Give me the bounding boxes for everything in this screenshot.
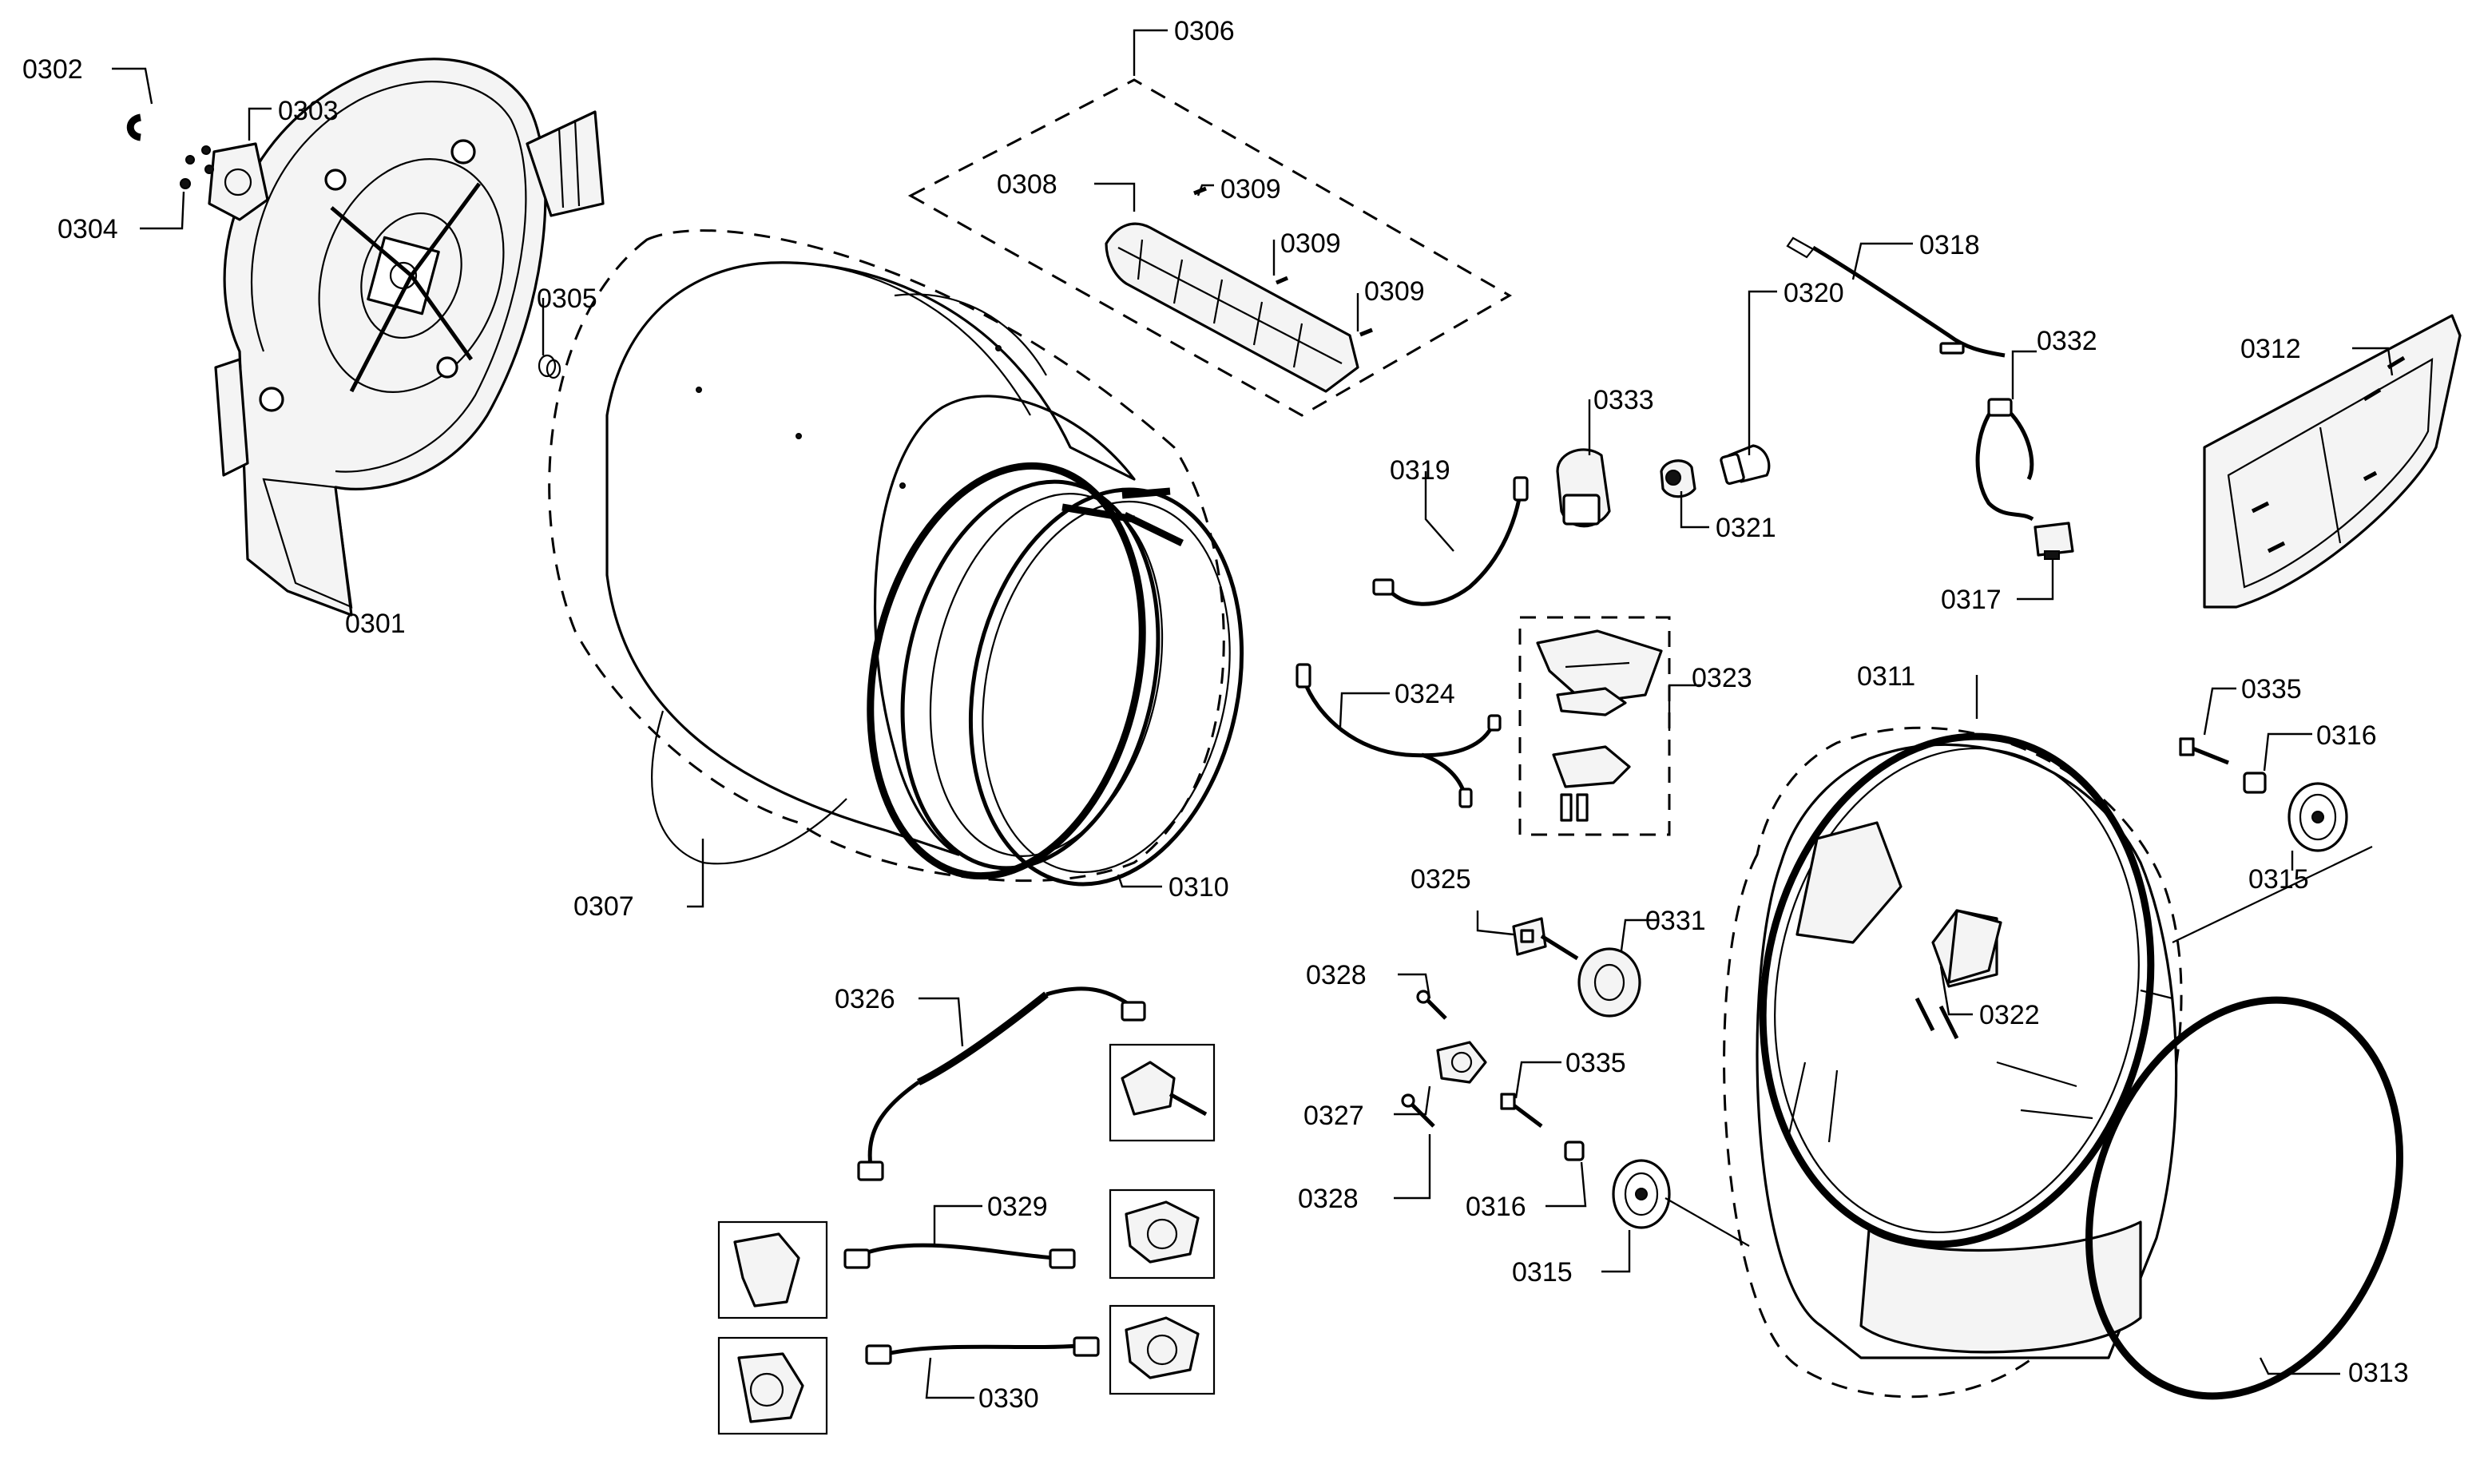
bushing-0316-right-part xyxy=(2243,772,2267,794)
door-switch-assembly-0323-part xyxy=(1518,616,1671,836)
label-0325: 0325 xyxy=(1411,864,1471,895)
screw-0304-part xyxy=(180,178,191,189)
screw-0328-lower-part xyxy=(1401,1093,1435,1128)
label-0315-lower: 0315 xyxy=(1512,1257,1573,1288)
label-0319: 0319 xyxy=(1390,455,1450,486)
label-0301: 0301 xyxy=(345,609,406,639)
roller-0315-lower-part xyxy=(1612,1159,1750,1247)
label-0329: 0329 xyxy=(987,1192,1048,1222)
baffle-group-0306-part xyxy=(907,78,1513,417)
label-0324: 0324 xyxy=(1395,679,1455,709)
label-0330: 0330 xyxy=(978,1383,1039,1414)
bracket-0327-part xyxy=(1436,1041,1487,1084)
label-0323: 0323 xyxy=(1692,663,1752,693)
label-0317: 0317 xyxy=(1941,585,2002,615)
thermostat-0325-part xyxy=(1512,917,1579,961)
screw-0335-right-part xyxy=(2179,737,2229,765)
label-0309-b: 0309 xyxy=(1280,228,1341,259)
screw-0328-upper-part xyxy=(1416,990,1447,1020)
label-0327: 0327 xyxy=(1303,1101,1364,1131)
heater-element-0326-part xyxy=(857,986,1146,1181)
part-number-labels: 0302 0303 0304 0305 0301 0306 0308 0309 … xyxy=(22,16,2409,1414)
label-0328-upper: 0328 xyxy=(1306,960,1367,990)
drum-seal-0310-part xyxy=(968,487,1244,887)
label-0335-right: 0335 xyxy=(2241,674,2302,704)
label-0318: 0318 xyxy=(1919,230,1980,260)
label-0333: 0333 xyxy=(1593,385,1654,415)
label-0309-a: 0309 xyxy=(1220,174,1281,204)
switch-0317-part xyxy=(2034,522,2074,560)
harness-0319-part xyxy=(1372,476,1529,606)
label-0311: 0311 xyxy=(1857,661,1915,692)
idler-0331-part xyxy=(1577,947,1641,1018)
label-0313: 0313 xyxy=(2348,1358,2409,1388)
label-0309-c: 0309 xyxy=(1364,276,1425,307)
fuse-box-right-lower-part xyxy=(1109,1304,1216,1395)
label-0305: 0305 xyxy=(537,284,597,314)
lamp-bulb-0320-part xyxy=(1720,444,1771,485)
label-0321: 0321 xyxy=(1716,513,1776,543)
harness-0324-part xyxy=(1296,663,1502,808)
label-0307: 0307 xyxy=(573,891,634,922)
label-0306: 0306 xyxy=(1174,16,1235,46)
bushing-0316-lower-part xyxy=(1564,1141,1585,1161)
label-0302: 0302 xyxy=(22,54,83,85)
fuse-box-left-lower-part xyxy=(717,1336,828,1435)
label-0328-lower: 0328 xyxy=(1298,1184,1359,1214)
label-0335-lower: 0335 xyxy=(1565,1048,1626,1078)
label-0326: 0326 xyxy=(835,984,895,1014)
fuse-box-left-upper-part xyxy=(717,1220,828,1319)
wire-harness-0332-part xyxy=(1975,398,2034,522)
label-0304: 0304 xyxy=(58,214,118,244)
bearing-bracket-0303-part xyxy=(185,142,269,221)
label-0322: 0322 xyxy=(1979,1000,2040,1030)
label-0303: 0303 xyxy=(278,96,339,126)
screw-0335-lower-part xyxy=(1500,1093,1543,1128)
rear-bulkhead-part xyxy=(214,58,605,617)
belt-0313-part xyxy=(2085,846,2403,1400)
label-0310: 0310 xyxy=(1169,872,1229,903)
door-catch-0322-part xyxy=(1947,909,2002,984)
label-0316-lower: 0316 xyxy=(1466,1192,1526,1222)
wire-0330-part xyxy=(865,1336,1100,1365)
clip-0302-part xyxy=(126,113,142,141)
washer-0305-part xyxy=(538,354,561,379)
lamp-socket-0333-part xyxy=(1556,448,1611,528)
lint-filter-0312-part xyxy=(2203,314,2462,609)
leader-lines xyxy=(112,29,2394,1399)
front-bulkhead-0311-part xyxy=(1723,726,2183,1399)
label-0331: 0331 xyxy=(1645,906,1706,936)
label-0332: 0332 xyxy=(2037,326,2097,356)
wire-0329-part xyxy=(843,1243,1076,1269)
heater-thermostat-box-part xyxy=(1109,1043,1216,1142)
label-0312: 0312 xyxy=(2240,334,2301,364)
drum-0307-part xyxy=(548,229,1225,883)
label-0315-right: 0315 xyxy=(2248,864,2309,895)
lamp-holder-0321-part xyxy=(1660,459,1696,498)
wire-harness-0318-part xyxy=(1786,236,2006,358)
fuse-box-right-upper-part xyxy=(1109,1188,1216,1280)
label-0308: 0308 xyxy=(997,169,1057,200)
roller-0315-right-part xyxy=(2287,782,2348,852)
label-0320: 0320 xyxy=(1784,278,1844,308)
label-0316-right: 0316 xyxy=(2316,720,2377,751)
